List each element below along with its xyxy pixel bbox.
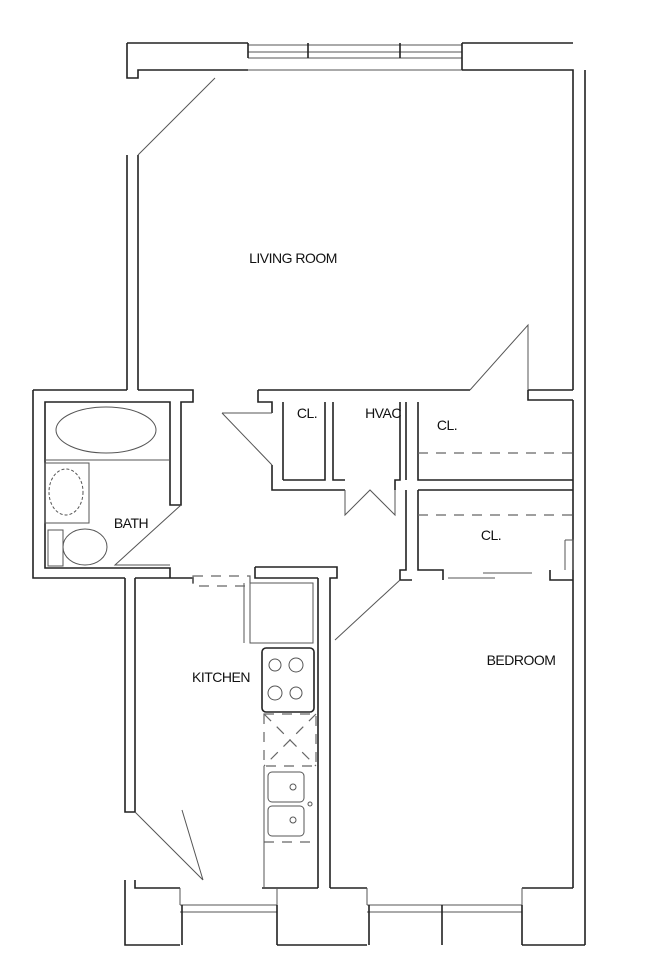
exterior-walls	[124, 42, 586, 946]
kitchen-sink	[263, 766, 316, 888]
room-label-hvac: HVAC	[365, 405, 401, 421]
refrigerator	[192, 575, 314, 644]
room-label-bath: BATH	[113, 515, 149, 531]
stove	[261, 647, 315, 713]
room-label-living-room: LIVING ROOM	[249, 250, 337, 266]
room-label-closet: CL.	[436, 417, 458, 433]
window-top	[247, 43, 463, 71]
bathtub	[45, 406, 170, 461]
room-label-kitchen: KITCHEN	[192, 669, 250, 685]
window-bottom-right	[366, 888, 523, 945]
toilet	[47, 528, 108, 567]
closet-walls	[221, 323, 574, 641]
window-bottom-left	[179, 888, 278, 945]
room-label-closet: CL.	[480, 527, 502, 543]
room-label-bedroom: BEDROOM	[486, 652, 556, 668]
bath-walls	[32, 389, 194, 583]
dishwasher	[263, 713, 317, 767]
room-label-closet: CL.	[296, 405, 318, 421]
sink	[44, 462, 90, 524]
kitchen-walls	[134, 566, 338, 888]
door-swing-living	[137, 77, 216, 156]
